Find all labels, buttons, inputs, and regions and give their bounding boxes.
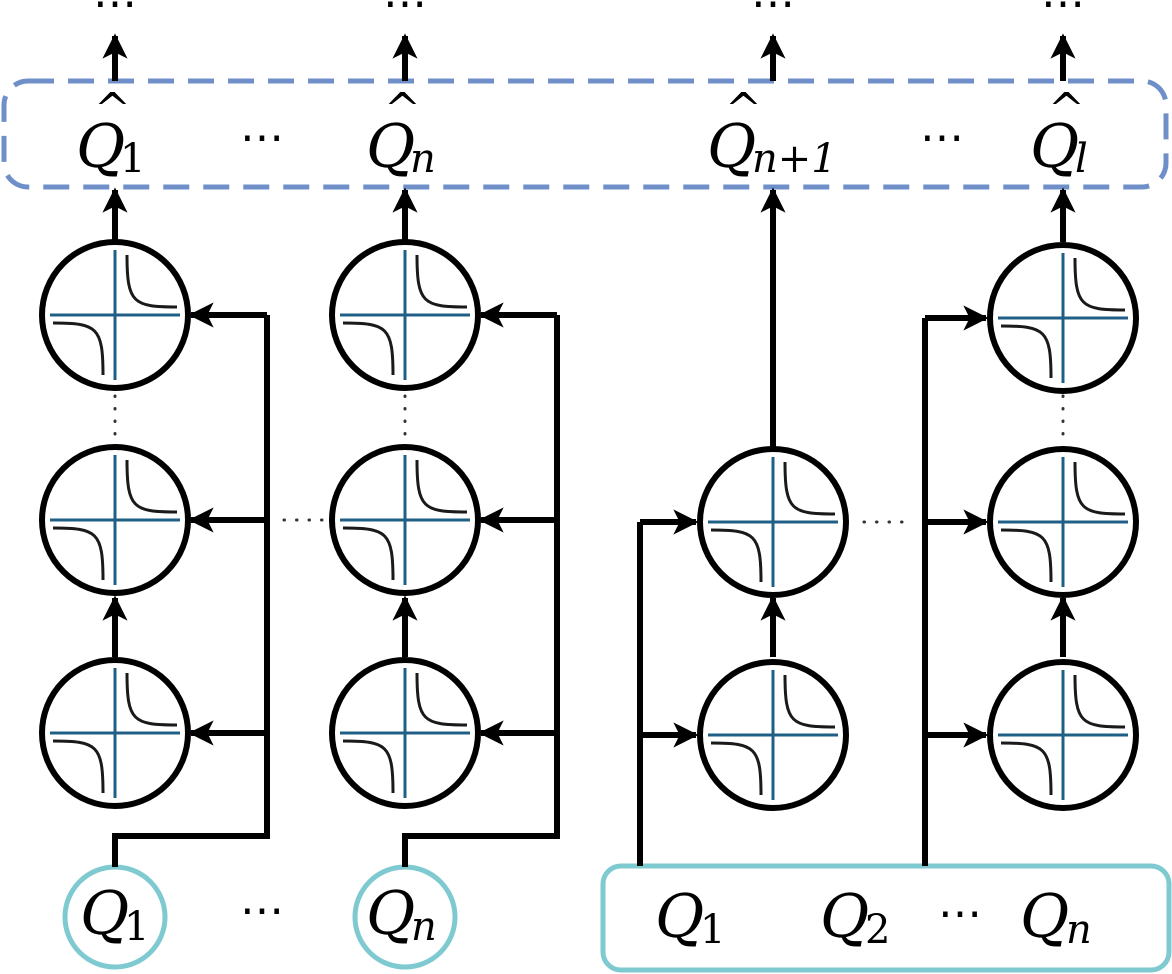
feed-line-col2: [402, 315, 560, 867]
output-label-qn-plus-1: Q ^ n+1: [707, 84, 837, 182]
input-between-ellipsis-right: ⋯: [938, 888, 982, 939]
output-label-ql: Q ^ l: [1030, 84, 1088, 182]
output-label-base: Q: [76, 112, 125, 182]
right-input-labels: Q 1 Q 2 ⋯ Q n: [655, 882, 1092, 953]
input-label-sub: 2: [865, 907, 890, 953]
hyperbola-icon: [990, 245, 1136, 391]
hyperbola-icon: [700, 449, 846, 595]
output-label-base: Q: [707, 112, 756, 182]
output-label-q1: Q ^ 1: [76, 84, 145, 182]
output-label-sub: 1: [120, 136, 145, 182]
input-label-sub: n: [1066, 907, 1092, 953]
output-label-sub: n+1: [752, 136, 837, 182]
hyperbola-icon: [332, 660, 478, 806]
input-label-qn: Q n: [366, 879, 437, 950]
hyperbola-icon: [42, 447, 188, 593]
hat-mark: ^: [94, 84, 131, 135]
output-between-ellipsis-1: ⋯: [240, 112, 284, 163]
hyperbola-icon: [700, 662, 846, 808]
input-label-base: Q: [655, 882, 704, 952]
hyperbola-icon: [332, 242, 478, 388]
input-label-q1: Q 1: [80, 879, 149, 950]
hat-mark: ^: [1048, 84, 1085, 135]
hyperbola-icon: [42, 242, 188, 388]
output-label-qn: Q ^ n: [366, 84, 436, 182]
input-label-right-q2: Q 2: [820, 882, 890, 953]
output-between-ellipsis-2: ⋯: [920, 112, 964, 163]
output-label-sub: n: [410, 136, 436, 182]
input-label-sub: 1: [700, 907, 725, 953]
top-ellipsis-1: ⋯: [93, 0, 137, 29]
input-label-right-q1: Q 1: [655, 882, 725, 953]
input-label-right-qn: Q n: [1020, 882, 1092, 953]
output-group-box: [1, 78, 1169, 190]
top-ellipsis-4: ⋯: [1041, 0, 1085, 29]
output-labels: Q ^ 1 Q ^ n Q ^ n+1 Q ^ l ⋯ ⋯: [76, 84, 1088, 182]
output-label-base: Q: [1030, 112, 1079, 182]
hyperbola-icon: [42, 660, 188, 806]
feed-line-col1: [112, 315, 270, 867]
top-ellipsis-2: ⋯: [383, 0, 427, 29]
input-label-base: Q: [80, 879, 129, 949]
left-input-labels: Q 1 Q n ⋯: [80, 879, 437, 950]
output-label-base: Q: [366, 112, 415, 182]
top-ellipses: ⋯ ⋯ ⋯ ⋯: [93, 0, 1085, 29]
input-label-sub: n: [411, 904, 437, 950]
input-label-base: Q: [366, 879, 415, 949]
vertical-ellipsis-group: [113, 394, 1065, 524]
hyperbola-icon: [990, 662, 1136, 808]
input-between-ellipsis-left: ⋯: [240, 885, 284, 936]
hat-mark: ^: [384, 84, 421, 135]
output-label-sub: l: [1075, 136, 1088, 182]
top-ellipsis-3: ⋯: [751, 0, 795, 29]
input-label-base: Q: [820, 882, 869, 952]
input-label-base: Q: [1020, 882, 1069, 952]
hat-mark: ^: [725, 84, 762, 135]
connection-wires: [102, 33, 1076, 867]
hyperbola-icon: [990, 449, 1136, 595]
input-group-box: [600, 863, 1172, 973]
input-label-sub: 1: [124, 904, 149, 950]
hyperbola-icon: [332, 447, 478, 593]
